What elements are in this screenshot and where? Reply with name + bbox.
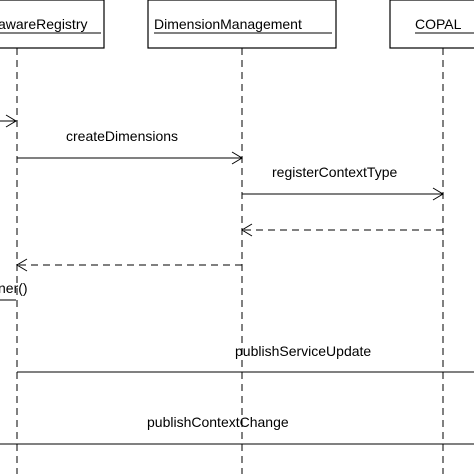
message-publish-service-update-label: publishServiceUpdate	[235, 343, 371, 359]
message-incoming-fragment	[0, 114, 17, 128]
message-create-dimensions: createDimensions	[17, 128, 243, 165]
message-publish-service-update: publishServiceUpdate	[17, 343, 474, 373]
participant-aware-registry: awareRegistry	[0, 0, 105, 474]
participant-aware-registry-box	[0, 0, 105, 49]
message-register-context-type: registerContextType	[242, 164, 444, 201]
participant-aware-registry-label: awareRegistry	[0, 16, 87, 32]
participant-copal-label: COPAL	[415, 16, 462, 32]
participant-dimension-management: DimensionManagement	[147, 0, 337, 474]
message-return-dimension-management	[16, 258, 242, 272]
message-return-copal-arrowhead	[241, 223, 253, 237]
message-register-context-type-arrowhead	[432, 187, 444, 201]
participant-dimension-management-label: DimensionManagement	[154, 16, 302, 32]
message-incoming-arrowhead	[5, 114, 17, 128]
message-register-context-type-label: registerContextType	[272, 164, 397, 180]
message-call-fragment-label: ner()	[0, 280, 28, 296]
message-return-dimension-management-arrowhead	[16, 258, 28, 272]
message-call-fragment: ner()	[0, 280, 28, 301]
message-create-dimensions-label: createDimensions	[66, 128, 178, 144]
participant-copal-box	[389, 0, 474, 49]
message-return-copal	[241, 223, 443, 237]
participant-copal: COPAL	[389, 0, 474, 474]
message-create-dimensions-arrowhead	[231, 151, 243, 165]
message-publish-context-change: publishContextChange	[0, 414, 474, 445]
participant-dimension-management-box	[147, 0, 337, 49]
message-publish-context-change-label: publishContextChange	[147, 414, 289, 430]
